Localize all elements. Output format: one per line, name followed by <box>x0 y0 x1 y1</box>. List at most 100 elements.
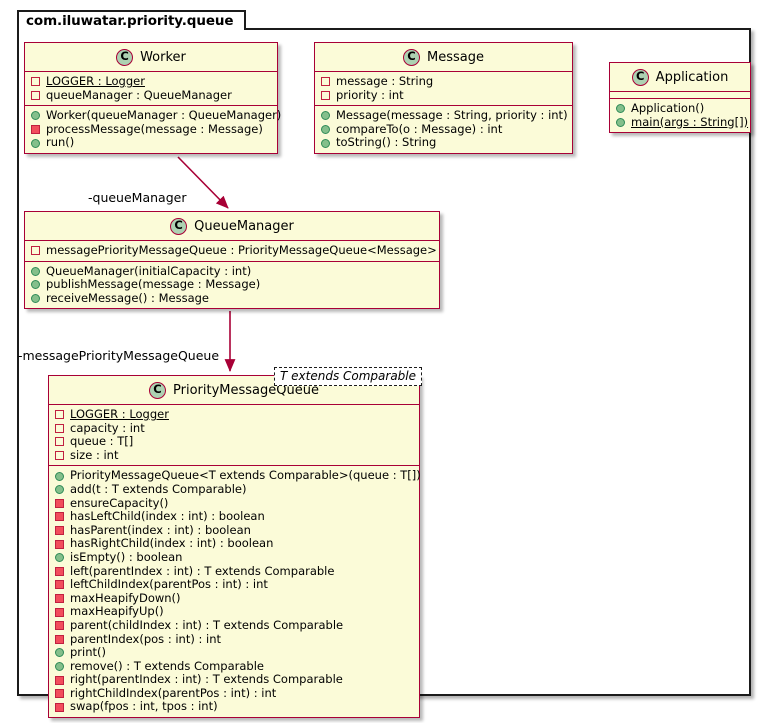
field-row: LOGGER : Logger <box>30 74 273 89</box>
method-label: run() <box>46 135 75 150</box>
method-label: rightChildIndex(parentPos : int) : int <box>70 685 277 700</box>
method-label: parent(childIndex : int) : T extends Com… <box>70 617 344 632</box>
method-label: add(t : T extends Comparable) <box>70 481 247 496</box>
method-label: swap(fpos : int, tpos : int) <box>70 699 218 714</box>
field-label: size : int <box>70 447 119 462</box>
class-box-queuemanager[interactable]: C QueueManager messagePriorityMessageQue… <box>24 211 440 310</box>
visibility-public-icon <box>31 294 40 304</box>
visibility-public-icon <box>31 280 40 290</box>
visibility-private-icon <box>31 246 40 256</box>
class-name-application: Application <box>655 69 729 85</box>
visibility-private-icon <box>55 437 64 447</box>
method-row: print() <box>54 645 415 660</box>
method-row: maxHeapifyUp() <box>54 605 415 619</box>
visibility-private-icon <box>55 512 64 522</box>
class-name-message: Message <box>427 49 484 65</box>
field-row: priority : int <box>320 87 568 103</box>
visibility-private-icon <box>31 77 40 87</box>
method-row: hasLeftChild(index : int) : boolean <box>54 510 415 524</box>
visibility-private-icon <box>55 539 64 549</box>
method-label: ensureCapacity() <box>70 495 169 510</box>
class-header-application: C Application <box>610 63 750 92</box>
method-row: ensureCapacity() <box>54 495 415 511</box>
package-tab: com.iluwatar.priority.queue <box>17 10 246 30</box>
visibility-public-icon <box>31 111 40 121</box>
method-row: Application() <box>615 101 746 116</box>
method-label: left(parentIndex : int) : T extends Comp… <box>70 563 335 578</box>
method-label: Application() <box>631 101 705 115</box>
visibility-private-icon <box>55 526 64 536</box>
visibility-private-icon <box>321 90 330 100</box>
visibility-private-icon <box>55 607 64 617</box>
field-row: size : int <box>54 447 415 463</box>
class-box-message[interactable]: C Message message : String priority : in… <box>314 42 573 154</box>
visibility-public-icon <box>321 125 330 135</box>
class-icon-worker: C <box>116 48 134 66</box>
visibility-private-icon <box>31 90 40 100</box>
method-label: maxHeapifyDown() <box>70 590 181 605</box>
field-row: capacity : int <box>54 421 415 436</box>
method-row: compareTo(o : Message) : int <box>320 121 568 137</box>
relation-label-messagePriorityMessageQueue: -messagePriorityMessageQueue <box>18 348 220 363</box>
method-label: QueueManager(initialCapacity : int) <box>46 263 252 278</box>
method-label: compareTo(o : Message) : int <box>336 121 503 136</box>
method-row: left(parentIndex : int) : T extends Comp… <box>54 563 415 579</box>
package-name-label: com.iluwatar.priority.queue <box>26 13 234 29</box>
field-label: messagePriorityMessageQueue : PriorityMe… <box>46 243 437 257</box>
class-fields-message: message : String priority : int <box>315 72 572 107</box>
visibility-public-icon <box>55 471 64 481</box>
visibility-private-icon <box>55 594 64 604</box>
field-row: message : String <box>320 74 568 89</box>
field-row: messagePriorityMessageQueue : PriorityMe… <box>30 243 437 258</box>
method-row: remove() : T extends Comparable <box>54 658 415 674</box>
method-row: add(t : T extends Comparable) <box>54 481 415 497</box>
method-row: processMessage(message : Message) <box>30 122 273 137</box>
method-row: parent(childIndex : int) : T extends Com… <box>54 617 415 633</box>
visibility-private-icon <box>55 423 64 433</box>
visibility-public-icon <box>616 104 625 114</box>
visibility-private-icon <box>31 125 40 135</box>
visibility-public-icon <box>616 117 625 127</box>
class-fields-prioritymessagequeue: LOGGER : Logger capacity : int queue : T… <box>49 405 419 467</box>
method-label: leftChildIndex(parentPos : int) : int <box>70 577 268 592</box>
class-methods-worker: Worker(queueManager : QueueManager) proc… <box>25 106 281 153</box>
class-box-worker[interactable]: C Worker LOGGER : Logger queueManager : … <box>24 42 281 154</box>
method-label: remove() : T extends Comparable <box>70 658 264 673</box>
field-label: queue : T[] <box>70 434 134 449</box>
field-label: priority : int <box>336 87 404 102</box>
class-fields-application-empty <box>610 92 750 99</box>
method-row: Worker(queueManager : QueueManager) <box>30 109 281 123</box>
visibility-private-icon <box>55 621 64 631</box>
class-header-worker: C Worker <box>25 43 277 72</box>
class-methods-message: Message(message : String, priority : int… <box>315 106 572 153</box>
class-box-prioritymessagequeue[interactable]: C PriorityMessageQueue LOGGER : Logger c… <box>48 375 421 719</box>
visibility-private-icon <box>55 675 64 685</box>
class-box-application[interactable]: C Application Application() main(args : … <box>609 62 751 134</box>
class-icon-queuemanager: C <box>170 217 188 235</box>
field-row: LOGGER : Logger <box>54 407 415 422</box>
visibility-private-icon <box>55 566 64 576</box>
class-icon-prioritymessagequeue: C <box>149 381 167 399</box>
method-label: main(args : String[]) <box>631 114 749 129</box>
visibility-private-icon <box>321 77 330 87</box>
visibility-private-icon <box>55 634 64 644</box>
class-name-worker: Worker <box>140 49 186 65</box>
class-icon-message: C <box>403 48 420 66</box>
method-label: print() <box>70 645 106 660</box>
method-row: leftChildIndex(parentPos : int) : int <box>54 578 415 592</box>
method-row: receiveMessage() : Message <box>30 291 435 306</box>
class-methods-queuemanager: QueueManager(initialCapacity : int) publ… <box>25 262 439 309</box>
visibility-public-icon <box>55 553 64 563</box>
class-header-prioritymessagequeue: C PriorityMessageQueue <box>49 376 419 405</box>
visibility-public-icon <box>321 111 330 121</box>
method-label: toString() : String <box>336 135 437 150</box>
class-fields-queuemanager: messagePriorityMessageQueue : PriorityMe… <box>25 241 439 262</box>
method-row: publishMessage(message : Message) <box>30 278 435 292</box>
method-label: hasLeftChild(index : int) : boolean <box>70 509 265 524</box>
generic-parameter-box: T extends Comparable <box>274 367 423 386</box>
class-icon-application: C <box>631 68 649 86</box>
method-label: isEmpty() : boolean <box>70 549 183 564</box>
method-label: parentIndex(pos : int) : int <box>70 631 222 646</box>
visibility-private-icon <box>55 702 64 712</box>
field-label: LOGGER : Logger <box>46 74 145 88</box>
